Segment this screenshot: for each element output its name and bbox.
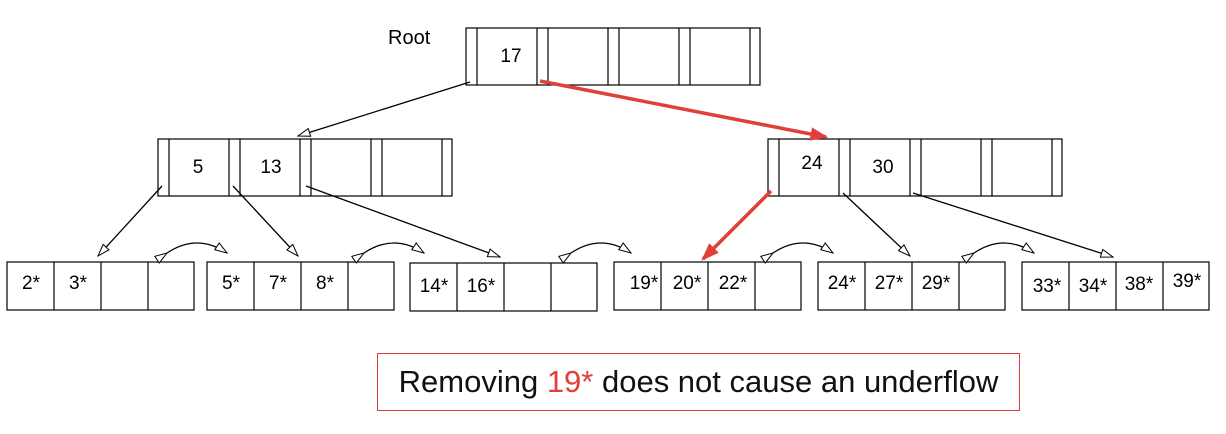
search-path-right-to-leaf4 [703, 189, 773, 259]
root-key: 17 [500, 46, 521, 67]
leaf-key: 27* [875, 273, 904, 294]
leaf-key: 20* [673, 273, 702, 294]
leaf-key: 19* [630, 273, 659, 294]
caption-box: Removing 19* does not cause an underflow [377, 353, 1020, 411]
sibling-link-5-6 [974, 243, 1034, 253]
caption-before: Removing [398, 364, 547, 399]
leaf-node-5: 24* 27* 29* [817, 261, 1006, 311]
leaf-key: 5* [222, 273, 241, 294]
internal-key: 30 [872, 157, 893, 178]
leaf-node-3: 14* 16* [409, 262, 598, 312]
leaf-node-4: 19* 20* 22* [613, 261, 802, 311]
leaf-node-2: 5* 7* 8* [206, 261, 395, 311]
leaf-key: 24* [828, 273, 857, 294]
internal-key: 24 [801, 153, 823, 174]
search-path [539, 79, 826, 259]
sibling-link-1-2 [167, 243, 227, 253]
leaf-key: 34* [1079, 276, 1108, 297]
sibling-links [167, 243, 1034, 253]
leaf-key: 39* [1173, 271, 1202, 292]
leaf-key: 22* [719, 273, 748, 294]
leaf-node-6: 33* 34* 38* 39* [1021, 261, 1210, 311]
sibling-link-2-3 [364, 243, 424, 253]
pointer-right-to-leaf6 [912, 192, 1113, 257]
leaf-key: 38* [1125, 274, 1154, 295]
internal-key: 13 [260, 157, 281, 178]
leaf-key: 8* [316, 273, 335, 294]
caption-highlight: 19* [546, 364, 594, 399]
sibling-link-3-4 [571, 243, 631, 253]
pointer-left-to-leaf1 [98, 185, 163, 256]
sibling-link-4-5 [773, 243, 833, 253]
leaf-key: 14* [420, 276, 449, 297]
search-path-root-to-right [539, 79, 826, 137]
leaf-key: 3* [69, 273, 88, 294]
root-node: 17 [465, 27, 761, 86]
pointer-left-to-leaf2 [232, 185, 298, 256]
internal-node-left: 5 13 [157, 138, 453, 197]
pointer-root-to-left [298, 81, 471, 136]
internal-node-right: 24 30 [767, 138, 1063, 197]
leaf-key: 2* [22, 273, 41, 294]
leaf-node-1: 2* 3* [6, 261, 195, 311]
leaf-key: 7* [269, 273, 288, 294]
child-pointers [98, 81, 1113, 258]
root-label: Root [388, 27, 431, 49]
internal-key: 5 [193, 157, 204, 178]
leaf-key: 16* [467, 276, 496, 297]
caption-after: does not cause an underflow [593, 364, 999, 399]
pointer-left-to-leaf3 [305, 185, 500, 258]
pointer-right-to-leaf5 [842, 192, 910, 256]
leaf-key: 29* [922, 273, 951, 294]
leaf-key: 33* [1033, 276, 1062, 297]
